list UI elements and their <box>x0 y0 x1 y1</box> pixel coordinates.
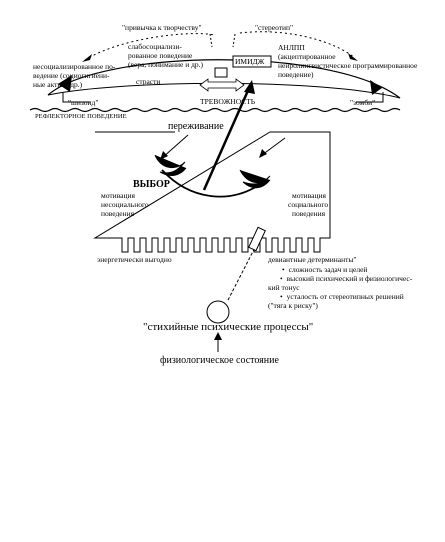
choice-box <box>93 131 331 253</box>
label-genetic-benefits: энергетически выгодно <box>97 255 172 264</box>
label-creativity-habit: "привычка к творчеству" <box>122 23 202 32</box>
label-passions: страсти <box>136 77 161 86</box>
label-motiv-asocial-1: мотивация <box>101 191 135 200</box>
arrow-up-icon <box>214 332 222 340</box>
label-experience: переживание <box>168 121 224 132</box>
label-stereotype: "стереотип" <box>255 23 294 32</box>
left-claw-icon <box>154 154 187 176</box>
pencil-body <box>248 226 266 252</box>
label-motiv-asocial-2: несоциального <box>101 200 149 209</box>
deviant-item: сложность задач и целей <box>282 266 368 274</box>
needle-arrow <box>202 85 252 191</box>
label-anlpp-title: АНЛПП <box>278 43 305 52</box>
right-claw-icon <box>239 169 271 189</box>
right-wedge <box>370 80 382 95</box>
reflex-baseline <box>29 107 401 113</box>
experience-arrow <box>161 134 189 159</box>
label-reflex: РЕФЛЕКТОРНОЕ ПОВЕДЕНИЕ <box>35 113 127 120</box>
dash-tick <box>232 33 236 48</box>
label-weakly-2: рованное поведение <box>128 51 193 60</box>
needle-head-icon <box>244 80 255 94</box>
label-motiv-social-3: поведения <box>292 209 326 218</box>
label-motiv-asocial-3: поведения <box>101 209 135 218</box>
label-zombie: "зомби" <box>350 98 376 107</box>
behavior-arch <box>47 59 401 99</box>
deviant-pencil <box>227 231 264 301</box>
label-motiv-social-2: социального <box>288 200 329 209</box>
label-anlpp-2: (акцептированное <box>278 52 336 61</box>
label-image: ИМИДЖ <box>235 57 265 66</box>
choice-curve <box>161 169 263 198</box>
process-circle <box>206 300 230 324</box>
left-wedge <box>58 75 72 92</box>
deviant-item-cont: ("тяга к риску") <box>268 301 318 310</box>
label-unsocialized-3: ные акты и др.) <box>33 80 83 89</box>
label-physiological: физиологическое состояние <box>160 355 279 366</box>
label-unsocialized-2: ведение (социогигиени- <box>33 71 110 80</box>
left-bracket <box>62 92 90 103</box>
label-unsocialized-1: несоциализированное по- <box>33 62 116 71</box>
center-box <box>214 67 228 78</box>
arrow-right-icon <box>348 53 358 61</box>
label-anlpp-4: поведение) <box>278 70 314 79</box>
deviant-item: высокий психический и физиологичес- <box>280 275 413 283</box>
right-bracket <box>356 92 384 103</box>
dash-tick <box>209 33 213 48</box>
arrow-head-icon <box>160 151 168 160</box>
label-deviant: девиантные детерминанты" <box>268 255 357 264</box>
image-box <box>232 55 272 68</box>
label-anlpp-3: нейролингвистическое программированное <box>278 61 418 70</box>
deviant-item-cont: кий тонус <box>268 283 300 292</box>
label-anxiety: ТРЕВОЖНОСТЬ <box>200 97 256 106</box>
arrow-left-icon <box>82 54 92 62</box>
anxiety-double-arrow-icon <box>199 78 245 92</box>
arrow-head-icon <box>259 149 267 158</box>
label-weakly-3: (вера, понимание и др.) <box>128 60 204 69</box>
label-weakly-1: слабосоциализи- <box>128 42 182 51</box>
label-genius: "шизоид" <box>68 98 99 107</box>
social-arrow <box>261 137 286 156</box>
label-spontaneous: "стихийные психические процессы" <box>143 321 314 333</box>
label-choice: ВЫБОР <box>133 179 170 190</box>
deviant-item: усталость от стереотипных решений <box>280 293 404 301</box>
label-motiv-social-1: мотивация <box>292 191 326 200</box>
